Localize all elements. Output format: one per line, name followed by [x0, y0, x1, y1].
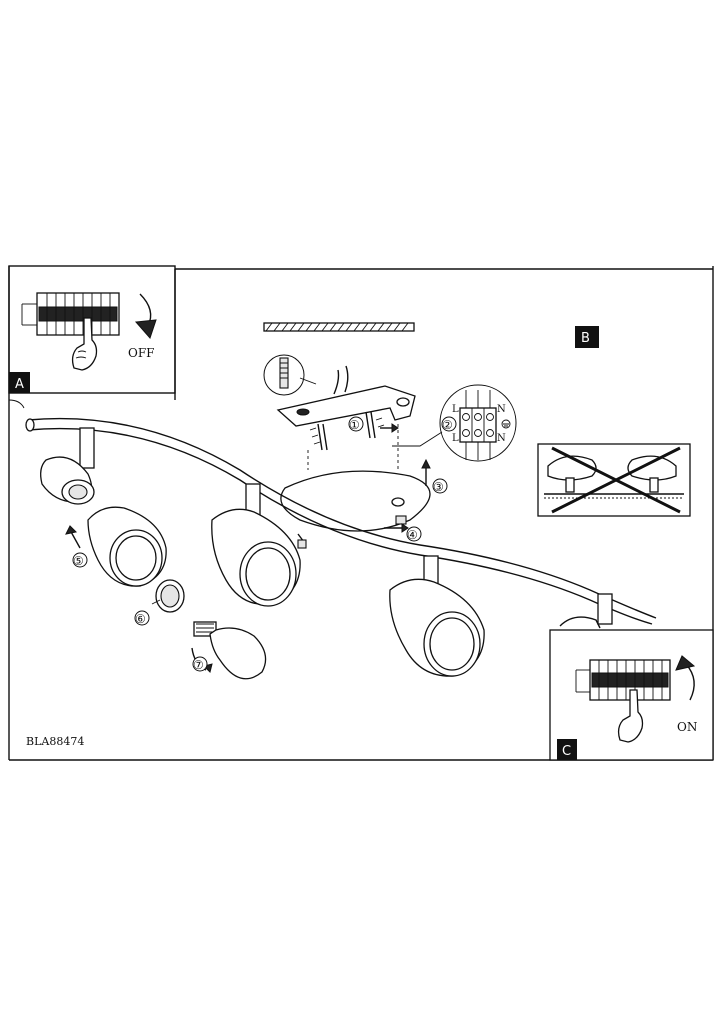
step-2-marker: [441, 416, 457, 432]
terminal-bottom-left: L: [452, 433, 459, 444]
switch-off-label: OFF: [128, 346, 155, 360]
wave-bar: [25, 417, 657, 625]
bracket-screws: [309, 411, 399, 451]
wall-plug-icon: [263, 354, 317, 396]
circuit-breaker-icon: [21, 292, 120, 336]
terminal-top-right: N: [497, 404, 506, 415]
canopy-plate: [280, 458, 431, 532]
spot-1-shade: [87, 506, 167, 587]
prohibited-cross-icon: [551, 446, 681, 514]
step-7: ⑦: [193, 658, 204, 672]
terminal-leader: [392, 431, 443, 447]
prohibited-installation: [537, 443, 691, 517]
terminal-top-left: L: [452, 404, 459, 415]
panel-b: B: [8, 268, 713, 409]
switch-on-label: ON: [677, 720, 697, 734]
step-6-marker: [134, 610, 150, 626]
step-4: ④: [407, 528, 418, 542]
panel-c: ON C: [549, 629, 714, 761]
spot-1: [40, 427, 95, 505]
step-1: ①: [349, 418, 360, 432]
terminal-block-detail: [439, 384, 517, 462]
side-screw: [384, 515, 409, 533]
ceiling-hatch: [263, 322, 415, 332]
panel-a-badge: [9, 372, 30, 393]
ground-icon: [501, 419, 511, 429]
step-6: ⑥: [135, 612, 146, 626]
bulb: [193, 621, 267, 680]
spot-4: [559, 593, 613, 629]
panel-a: OFF A: [8, 265, 176, 394]
circuit-breaker-icon: [575, 659, 671, 701]
hand-icon: [71, 317, 98, 371]
rotate-arrow-icon: [134, 293, 157, 339]
panel-c-badge: [557, 739, 577, 760]
rotate-arrow-icon: [675, 655, 696, 701]
step-1-marker: [348, 416, 364, 432]
guide-lines: [307, 424, 399, 470]
step-4-marker: [406, 526, 422, 542]
step-7-marker: [192, 656, 208, 672]
spot-3: [389, 555, 485, 677]
spot-2: [211, 483, 307, 607]
step-3-marker: [432, 478, 448, 494]
step-3: ③: [433, 480, 444, 494]
panel-c-label: C: [562, 744, 571, 759]
panel-b-label: B: [581, 331, 590, 346]
step-2: ②: [442, 418, 453, 432]
terminal-bottom-right: N: [497, 433, 506, 444]
panel-a-label: A: [15, 377, 24, 392]
model-code: BLA88474: [26, 735, 84, 748]
mounting-bracket: [276, 365, 416, 427]
panel-b-badge: [575, 326, 599, 348]
retaining-ring: [151, 579, 185, 613]
hand-icon: [617, 689, 644, 743]
step-5: ⑤: [73, 554, 84, 568]
step-5-marker: [72, 552, 88, 568]
